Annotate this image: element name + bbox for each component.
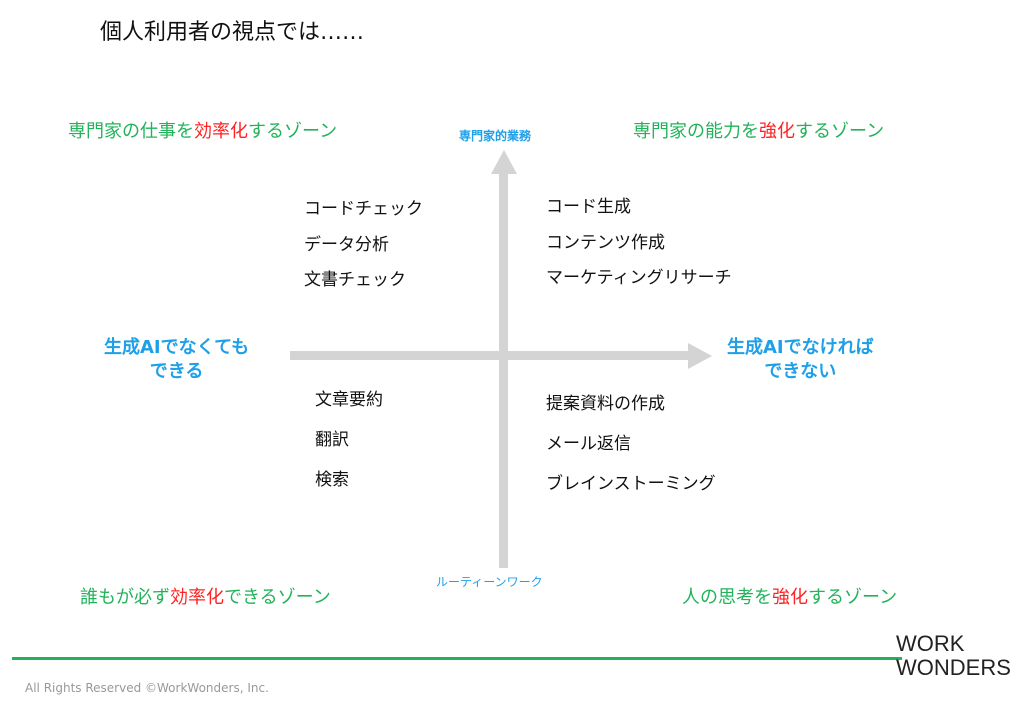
copyright-text: All Rights Reserved ©WorkWonders, Inc. bbox=[25, 681, 269, 695]
footer-divider bbox=[12, 657, 902, 660]
zone-text: できるゾーン bbox=[224, 587, 331, 608]
quadrant-top-right: コード生成 コンテンツ作成 マーケティングリサーチ bbox=[546, 190, 732, 297]
zone-label-bottom-right: 人の思考を強化するゾーン bbox=[682, 583, 897, 609]
zone-text: 専門家の能力を bbox=[633, 121, 759, 142]
quadrant-bottom-left: 文章要約 翻訳 検索 bbox=[315, 380, 383, 500]
list-item: 文章要約 bbox=[315, 390, 383, 410]
axis-label-line: できる bbox=[149, 361, 204, 382]
axis-label-top: 専門家的業務 bbox=[459, 129, 532, 143]
quadrant-top-left: コードチェック データ分析 文書チェック bbox=[304, 192, 423, 299]
page-title: 個人利用者の視点では…… bbox=[100, 20, 365, 45]
list-item: コードチェック bbox=[304, 199, 423, 219]
zone-highlight: 強化 bbox=[772, 587, 808, 608]
list-item: データ分析 bbox=[304, 234, 389, 255]
list-item: 文書チェック bbox=[304, 270, 406, 290]
list-item: コンテンツ作成 bbox=[546, 232, 665, 253]
list-item: コード生成 bbox=[546, 197, 631, 217]
zone-text: するゾーン bbox=[808, 587, 898, 608]
axis-label-bottom: ルーティーンワーク bbox=[436, 575, 543, 589]
zone-text: 誰もが必ず bbox=[80, 587, 170, 608]
right-arrow-icon bbox=[688, 343, 712, 369]
list-item: 提案資料の作成 bbox=[546, 394, 665, 414]
zone-label-bottom-left: 誰もが必ず効率化できるゾーン bbox=[80, 583, 331, 609]
zone-highlight: 強化 bbox=[759, 121, 795, 142]
axis-label-right: 生成AIでなければできない bbox=[727, 336, 874, 384]
logo-line: WONDERS bbox=[896, 655, 1011, 680]
logo-line: WORK bbox=[896, 631, 965, 656]
quadrant-bottom-right: 提案資料の作成 メール返信 ブレインストーミング bbox=[546, 384, 716, 504]
zone-text: するゾーン bbox=[795, 121, 885, 142]
list-item: ブレインストーミング bbox=[546, 474, 716, 494]
axis-label-line: 生成AIでなければ bbox=[727, 337, 874, 358]
list-item: マーケティングリサーチ bbox=[546, 268, 732, 288]
horizontal-axis bbox=[290, 351, 690, 360]
list-item: 翻訳 bbox=[315, 430, 349, 450]
vertical-axis bbox=[499, 172, 508, 568]
zone-highlight: 効率化 bbox=[170, 587, 224, 608]
axis-label-line: 生成AIでなくても bbox=[104, 337, 250, 358]
zone-highlight: 効率化 bbox=[194, 121, 248, 142]
zone-label-top-right: 専門家の能力を強化するゾーン bbox=[633, 117, 884, 143]
axis-label-left: 生成AIでなくてもできる bbox=[104, 336, 249, 384]
up-arrow-icon bbox=[491, 150, 517, 174]
list-item: 検索 bbox=[315, 470, 349, 490]
zone-label-top-left: 専門家の仕事を効率化するゾーン bbox=[68, 117, 337, 143]
zone-text: 専門家の仕事を bbox=[68, 121, 194, 142]
list-item: メール返信 bbox=[546, 434, 631, 454]
zone-text: 人の思考を bbox=[682, 587, 772, 608]
axis-label-line: できない bbox=[764, 361, 837, 382]
zone-text: するゾーン bbox=[248, 121, 338, 142]
